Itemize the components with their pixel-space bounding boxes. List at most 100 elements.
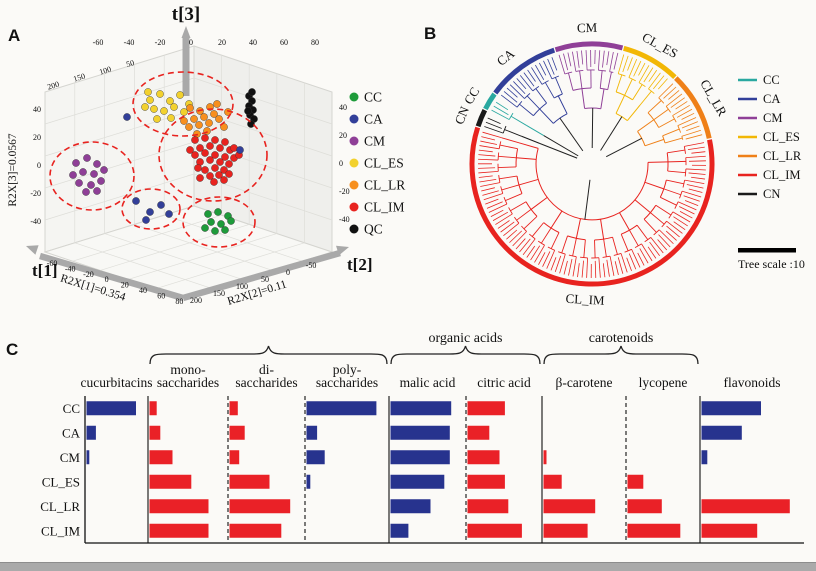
pca-grid — [44, 55, 333, 290]
svg-text:-40: -40 — [65, 264, 76, 273]
svg-text:CN: CN — [451, 104, 472, 127]
bar-column-7 — [543, 450, 596, 538]
svg-text:CC: CC — [763, 73, 780, 87]
bar-axes — [84, 396, 804, 544]
svg-text:saccharides: saccharides — [235, 375, 297, 390]
svg-text:0: 0 — [189, 38, 193, 47]
svg-text:CA: CA — [763, 92, 780, 106]
svg-text:β-carotene: β-carotene — [555, 375, 612, 390]
svg-text:200: 200 — [46, 80, 60, 92]
svg-text:-40: -40 — [339, 215, 350, 224]
svg-text:60: 60 — [157, 291, 165, 300]
svg-text:60: 60 — [280, 38, 288, 47]
svg-text:50: 50 — [261, 275, 269, 284]
svg-text:t[3]: t[3] — [172, 4, 200, 25]
svg-text:150: 150 — [213, 289, 225, 298]
svg-text:-20: -20 — [30, 189, 41, 198]
svg-text:-20: -20 — [83, 270, 94, 279]
bar-column-9 — [701, 401, 790, 538]
svg-text:CL_ES: CL_ES — [763, 130, 800, 144]
svg-text:80: 80 — [311, 38, 319, 47]
svg-text:flavonoids: flavonoids — [724, 375, 781, 390]
panel-a-label: A — [8, 26, 21, 45]
column-group-brace: organic acids — [390, 331, 541, 365]
svg-text:CM: CM — [364, 134, 385, 149]
svg-text:CL_LR: CL_LR — [364, 178, 405, 193]
svg-text:-20: -20 — [155, 38, 166, 47]
svg-text:CC: CC — [63, 401, 80, 416]
svg-text:40: 40 — [339, 103, 347, 112]
svg-text:20: 20 — [218, 38, 226, 47]
dendro-sector-CN: CN — [451, 104, 578, 159]
pca-points-CA — [123, 113, 244, 224]
svg-text:saccharides: saccharides — [157, 375, 219, 390]
svg-text:CL_ES: CL_ES — [364, 156, 404, 171]
svg-text:lycopene: lycopene — [639, 375, 688, 390]
column-headers: cucurbitacinsmono-saccharidesdi-sacchari… — [81, 362, 781, 390]
svg-text:CA: CA — [364, 112, 383, 127]
svg-text:malic acid: malic acid — [400, 375, 456, 390]
pca-axis-titles: t[3]t[1]t[2] — [32, 4, 372, 280]
svg-text:40: 40 — [139, 286, 147, 295]
dendro-sector-CL_IM: CL_IM — [469, 126, 715, 308]
svg-text:Tree scale :10: Tree scale :10 — [738, 257, 805, 271]
svg-text:0: 0 — [286, 268, 290, 277]
svg-text:poly-: poly- — [333, 362, 362, 377]
circular-dendrogram: CMCL_ESCL_LRCL_IMCNCCCACCCACMCL_ESCL_LRC… — [451, 20, 805, 308]
metabolite-bar-chart: organic acids carotenoids cucurbitacins mon… — [40, 331, 804, 544]
svg-text:cucurbitacins: cucurbitacins — [81, 375, 153, 390]
bar-column-8 — [627, 474, 681, 538]
svg-text:organic acids: organic acids — [429, 331, 503, 346]
svg-text:CL_IM: CL_IM — [364, 200, 405, 215]
svg-text:CA: CA — [494, 45, 518, 68]
svg-text:CL_ES: CL_ES — [42, 474, 80, 489]
bar-column-3 — [229, 401, 291, 538]
svg-text:-40: -40 — [124, 38, 135, 47]
svg-text:CC: CC — [461, 84, 483, 107]
pca-axis-beams — [26, 26, 349, 302]
svg-text:40: 40 — [249, 38, 257, 47]
pca-points-CC — [201, 208, 235, 235]
svg-text:-20: -20 — [339, 187, 350, 196]
bar-column-2 — [149, 401, 209, 538]
pca-points-QC — [244, 88, 258, 128]
svg-text:20: 20 — [339, 131, 347, 140]
page-edge-strip — [0, 562, 816, 571]
svg-text:CC: CC — [364, 90, 382, 105]
svg-text:-40: -40 — [30, 217, 41, 226]
svg-text:100: 100 — [236, 282, 248, 291]
svg-text:0: 0 — [105, 275, 109, 284]
svg-text:-50: -50 — [306, 261, 317, 270]
svg-text:di-: di- — [259, 362, 275, 377]
svg-text:200: 200 — [190, 296, 202, 305]
svg-text:CL_IM: CL_IM — [763, 168, 801, 182]
svg-text:150: 150 — [72, 72, 86, 84]
pca-points-CL_ES — [141, 88, 193, 123]
tree-scale: Tree scale :10 — [738, 248, 805, 271]
svg-text:20: 20 — [121, 281, 129, 290]
pca-points-CM — [69, 154, 108, 196]
svg-text:R2X[3]=0.0567: R2X[3]=0.0567 — [7, 133, 19, 206]
dendro-sector-CM: CM — [554, 20, 624, 149]
column-group-brace: carotenoids — [543, 331, 699, 365]
svg-text:CM: CM — [577, 20, 598, 36]
svg-text:CL_LR: CL_LR — [40, 499, 80, 514]
bar-column-5 — [390, 401, 452, 538]
column-group-brace — [149, 345, 388, 365]
svg-text:QC: QC — [364, 222, 383, 237]
svg-text:CL_IM: CL_IM — [41, 523, 80, 538]
bar-column-6 — [467, 401, 522, 538]
svg-text:carotenoids: carotenoids — [589, 331, 654, 346]
svg-text:mono-: mono- — [170, 362, 206, 377]
svg-text:100: 100 — [98, 65, 112, 77]
svg-text:CN: CN — [763, 187, 780, 201]
svg-text:saccharides: saccharides — [316, 375, 378, 390]
pca-points-CL_IM — [186, 134, 243, 186]
svg-text:citric acid: citric acid — [477, 375, 531, 390]
panel-c-label: C — [6, 340, 19, 359]
svg-text:50: 50 — [125, 58, 135, 69]
